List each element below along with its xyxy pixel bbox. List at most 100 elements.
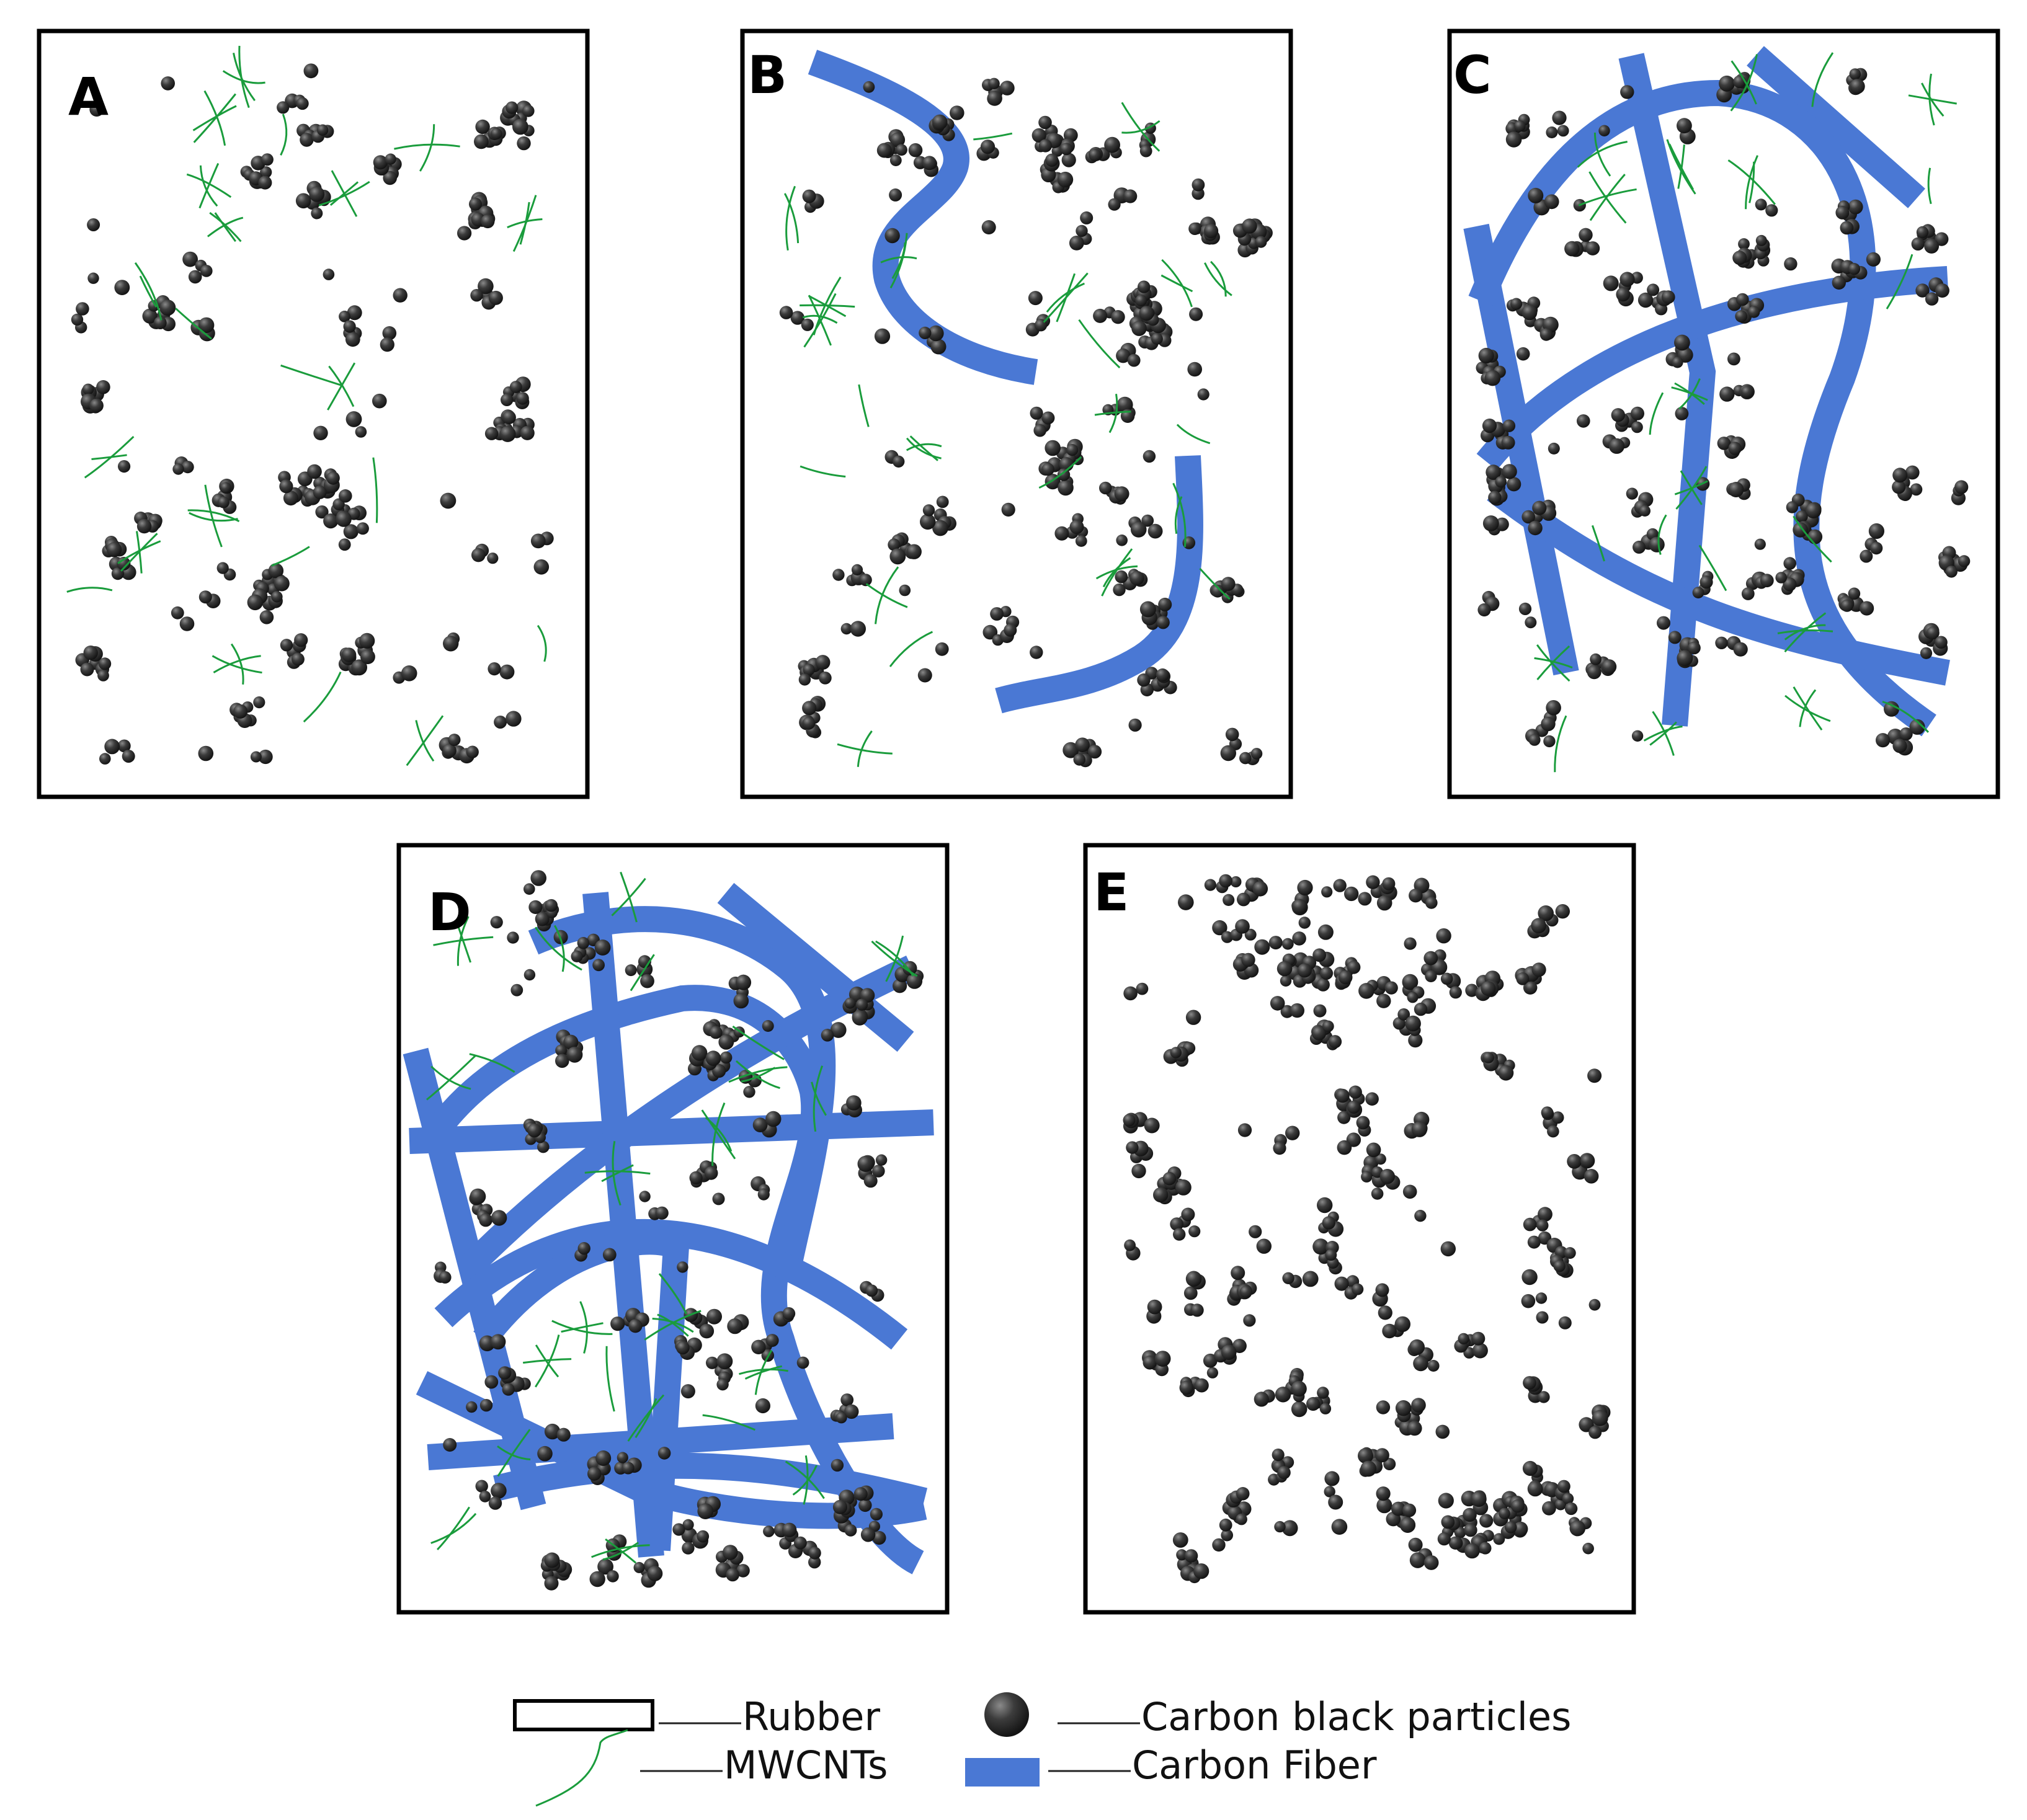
carbon-black-particle [832, 1499, 848, 1514]
mwcnt-strand [117, 540, 161, 564]
carbon-black-particle [1290, 1003, 1304, 1018]
legend-mwcnt: MWCNTs [535, 1729, 888, 1807]
carbon-black-particle [117, 556, 131, 570]
carbon-black-particle [1860, 549, 1873, 563]
carbon-black-cluster [1637, 283, 1675, 316]
carbon-black-particle [383, 171, 397, 185]
carbon-black-particle [1668, 631, 1682, 644]
mwcnt-strand [318, 180, 370, 206]
carbon-black-particle [499, 425, 516, 442]
carbon-black-particle [172, 463, 184, 475]
carbon-black-cluster [1482, 515, 1509, 536]
carbon-black-particle [1677, 650, 1693, 667]
panel-a: A [37, 29, 590, 799]
carbon-black-particle [481, 214, 495, 229]
carbon-black-cluster [1001, 502, 1015, 517]
carbon-black-cluster [134, 512, 163, 534]
carbon-black-cluster [1187, 362, 1202, 377]
carbon-black-particle [1464, 1523, 1477, 1537]
carbon-black-cluster [1232, 218, 1267, 249]
carbon-black-particle [1237, 1123, 1252, 1137]
mwcnt-strand [627, 1394, 665, 1442]
carbon-black-particle [336, 511, 352, 527]
carbon-black-particle [1631, 421, 1643, 433]
carbon-black-particle [1066, 444, 1079, 456]
carbon-black-cluster [1040, 162, 1074, 193]
carbon-black-particle [752, 1117, 768, 1132]
carbon-black-particle [512, 118, 528, 135]
carbon-black-particle [1440, 1241, 1456, 1257]
carbon-black-cluster [1506, 296, 1541, 327]
carbon-black-particle [118, 460, 131, 473]
carbon-black-particle [863, 1174, 878, 1188]
carbon-black-particle [1727, 352, 1740, 366]
carbon-black-particle [1414, 1210, 1427, 1222]
carbon-black-cluster [104, 739, 135, 763]
carbon-black-cluster [1371, 1166, 1401, 1200]
carbon-black-cluster [1239, 748, 1263, 765]
carbon-black-particle [1407, 992, 1419, 1003]
carbon-black-cluster [479, 1399, 493, 1412]
carbon-black-particle [689, 1171, 703, 1184]
carbon-black-particle [727, 1318, 743, 1334]
mwcnt-strand [303, 671, 342, 723]
carbon-black-particle [782, 1522, 797, 1537]
carbon-black-cluster [71, 302, 89, 326]
carbon-black-particle [71, 313, 84, 326]
carbon-black-particle [545, 899, 558, 912]
mwcnt-strand [808, 295, 847, 317]
carbon-black-particle [198, 317, 215, 334]
carbon-black-particle [1030, 646, 1043, 659]
mwcnt-strand [1811, 52, 1834, 107]
carbon-black-particle [1116, 348, 1131, 363]
carbon-black-particle [1477, 603, 1491, 617]
carbon-black-cluster [1951, 480, 1969, 505]
carbon-black-particle [757, 1188, 770, 1201]
carbon-black-particle [1564, 241, 1580, 257]
carbon-black-cluster [247, 588, 283, 624]
mwcnt-strand [728, 1066, 788, 1083]
carbon-black-particle [1080, 211, 1094, 224]
carbon-black-particle [1137, 673, 1151, 687]
carbon-black-particle [520, 425, 535, 440]
legend-rubber-swatch [513, 1699, 654, 1731]
mwcnt-strand [811, 1081, 827, 1116]
mwcnt-strand [808, 295, 832, 346]
carbon-black-particle [1525, 981, 1538, 994]
carbon-black-cluster [1587, 1068, 1602, 1083]
mwcnt-strand [1121, 102, 1161, 152]
carbon-black-particle [1347, 1100, 1361, 1114]
mwcnt-strand [1680, 470, 1703, 505]
carbon-black-cluster [1291, 879, 1313, 916]
carbon-black-cluster [1178, 894, 1194, 910]
carbon-black-particle [1616, 287, 1631, 302]
carbon-black-particle [1408, 1033, 1423, 1048]
carbon-black-cluster [1153, 1171, 1192, 1205]
carbon-black-particle [1411, 1121, 1427, 1137]
mwcnt-strand [1588, 171, 1627, 224]
carbon-black-cluster [863, 81, 875, 93]
carbon-black-particle [1484, 370, 1501, 386]
carbon-black-particle [317, 124, 329, 136]
carbon-black-particle [1547, 1125, 1559, 1138]
carbon-black-particle [1910, 483, 1923, 496]
carbon-black-particle [1374, 1153, 1386, 1165]
carbon-black-cluster [1347, 1085, 1379, 1114]
carbon-black-particle [1212, 1538, 1226, 1552]
carbon-black-particle [1511, 1499, 1525, 1513]
mwcnt-strand [711, 1102, 726, 1166]
carbon-black-particle [96, 380, 110, 394]
carbon-black-particle [1116, 535, 1128, 546]
carbon-black-particle [1176, 1549, 1188, 1561]
carbon-black-cluster [303, 63, 319, 79]
carbon-black-particle [345, 332, 360, 347]
carbon-black-cluster [179, 616, 195, 631]
carbon-black-particle [790, 311, 805, 325]
carbon-black-particle [1569, 1520, 1586, 1537]
carbon-black-particle [1482, 1052, 1494, 1063]
mwcnt-strand [537, 624, 547, 662]
carbon-black-particle [313, 486, 327, 499]
carbon-black-cluster [1382, 1316, 1410, 1339]
carbon-black-particle [1143, 450, 1156, 463]
carbon-black-particle [1004, 623, 1017, 637]
